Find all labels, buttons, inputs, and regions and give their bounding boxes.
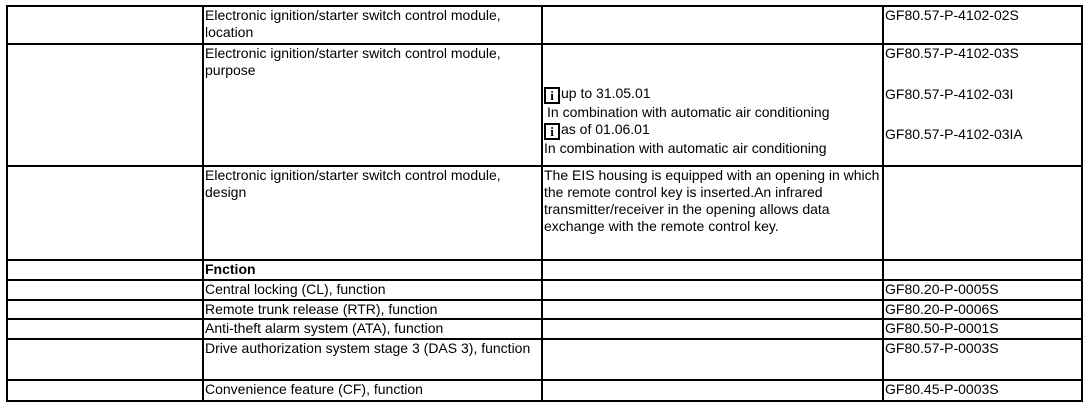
row-title: Electronic ignition/starter switch contr… [202, 165, 543, 261]
ref-link[interactable]: GF80.57-P-4102-03IA [885, 126, 1023, 142]
ref-link[interactable]: GF80.57-P-4102-02S [882, 5, 1083, 45]
info-icon[interactable]: i [544, 87, 560, 104]
row-title: Electronic ignition/starter switch contr… [202, 5, 543, 45]
row-title: Anti-theft alarm system (ATA), function [202, 318, 543, 340]
table-row: Electronic ignition/starter switch contr… [6, 43, 1083, 167]
ref-link[interactable]: GF80.20-P-0006S [882, 299, 1083, 320]
row-title: Convenience feature (CF), function [202, 379, 543, 402]
table-row: Fnction [6, 259, 1083, 281]
table-row: Remote trunk release (RTR), function GF8… [6, 299, 1083, 320]
row-title: Drive authorization system stage 3 (DAS … [202, 338, 543, 381]
note-label: as of 01.06.01 [561, 121, 650, 137]
ref-link[interactable]: GF80.50-P-0001S [882, 318, 1083, 340]
table-row: Anti-theft alarm system (ATA), function … [6, 318, 1083, 340]
row-title: Electronic ignition/starter switch contr… [202, 43, 543, 167]
description: The EIS housing is equipped with an open… [541, 165, 884, 261]
ref-link[interactable]: GF80.20-P-0005S [882, 279, 1083, 301]
table-row: Electronic ignition/starter switch contr… [6, 5, 1083, 45]
ref-link[interactable]: GF80.57-P-4102-03I [885, 86, 1014, 102]
row-title: Remote trunk release (RTR), function [202, 299, 543, 320]
note-text: In combination with automatic air condit… [544, 140, 827, 156]
ref-link[interactable]: GF80.57-P-4102-03S [885, 45, 1019, 61]
table-row: Convenience feature (CF), function GF80.… [6, 379, 1083, 402]
table-row: Drive authorization system stage 3 (DAS … [6, 338, 1083, 381]
document-table: Electronic ignition/starter switch contr… [6, 5, 1083, 402]
row-title: Central locking (CL), function [202, 279, 543, 301]
ref-link[interactable]: GF80.45-P-0003S [882, 379, 1083, 402]
section-heading: Fnction [205, 261, 256, 277]
table-row: Electronic ignition/starter switch contr… [6, 165, 1083, 261]
note-text: In combination with automatic air condit… [547, 104, 830, 120]
note-label: up to 31.05.01 [561, 85, 651, 101]
ref-link[interactable]: GF80.57-P-0003S [882, 338, 1083, 381]
info-icon[interactable]: i [544, 123, 560, 140]
table-row: Central locking (CL), function GF80.20-P… [6, 279, 1083, 301]
